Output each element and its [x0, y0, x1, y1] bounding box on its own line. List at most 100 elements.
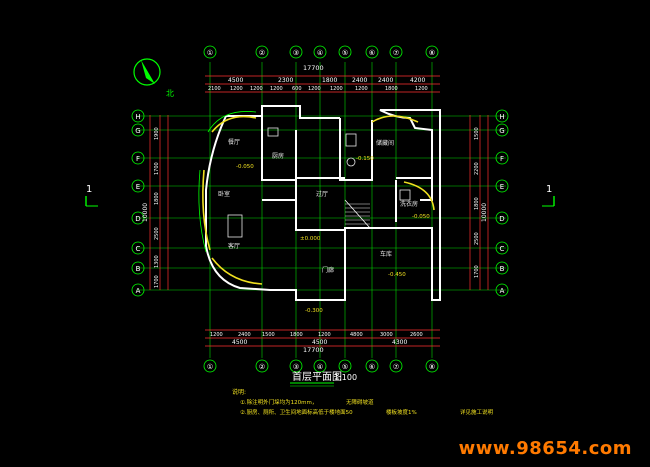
- dim-right-part: 2200: [474, 162, 480, 175]
- dim-bottom-overall: 17700: [303, 346, 324, 354]
- axis-bubble: ⑦: [389, 45, 403, 59]
- axis-bubble-label: G: [135, 127, 140, 135]
- drawing-title-block: 首层平面图 1:100: [290, 370, 357, 387]
- room-label: 餐厅: [228, 138, 240, 146]
- dim-top-fine: 1200: [250, 86, 263, 92]
- room-label: 厨房: [272, 152, 284, 160]
- axis-bubble-label: ⑥: [369, 49, 375, 57]
- bay-windows: [198, 111, 435, 285]
- bed-icon: [227, 214, 243, 238]
- room-label: 储藏间: [376, 139, 394, 147]
- axis-bubble-label: E: [136, 183, 140, 191]
- axis-bubble: G: [131, 123, 145, 137]
- dim-top-fine: 1800: [385, 86, 398, 92]
- axis-bubble-label: B: [500, 265, 505, 273]
- dim-bottom-fine: 1200: [318, 332, 331, 338]
- axis-bubble-label: ⑦: [393, 49, 399, 57]
- axis-bubble: ⑦: [389, 359, 403, 373]
- axis-bubble: ⑧: [425, 359, 439, 373]
- axis-bubble: ②: [255, 359, 269, 373]
- axis-bubble: ②: [255, 45, 269, 59]
- axis-bubble: ⑥: [365, 359, 379, 373]
- room-label: 客厅: [228, 242, 240, 250]
- room-label: 车库: [380, 250, 392, 258]
- axis-bubble-label: H: [135, 113, 140, 121]
- axis-bubble: H: [495, 109, 509, 123]
- axis-bubble: ④: [313, 359, 327, 373]
- axis-bubble-label: F: [136, 155, 140, 163]
- section-marker-left: 1: [85, 184, 98, 207]
- axis-bubble: ③: [289, 45, 303, 59]
- dim-right-part: 1800: [474, 197, 480, 210]
- dim-right-part: 1500: [474, 127, 480, 140]
- dimension-lines: [149, 75, 489, 347]
- north-arrow-icon: 北: [133, 58, 174, 98]
- dim-bottom-fine: 1800: [290, 332, 303, 338]
- dimension-texts: 17700 4500 2300 1800 2400 2400 4200 2100…: [142, 64, 488, 354]
- drawing-scale: 1:100: [334, 373, 357, 382]
- notes-line: 楼板坡度1%: [386, 408, 417, 416]
- axis-bubble-label: F: [500, 155, 504, 163]
- axis-bubble: D: [495, 211, 509, 225]
- dim-top-fine: 600: [292, 86, 302, 92]
- notes-line: ②.厨房、厕所、卫生间地面标高低于楼地面50: [240, 408, 353, 416]
- room-label: 洗衣房: [400, 200, 418, 208]
- drawing-notes: 说明: ①.除注明外门垛均为120mm， 无障碍坡道 ②.厨房、厕所、卫生间地面…: [232, 388, 494, 416]
- axis-bubble-label: D: [135, 215, 140, 223]
- axis-bubble: F: [131, 151, 145, 165]
- room-label: 卧室: [218, 190, 230, 198]
- dim-right-part: 1700: [474, 265, 480, 278]
- axis-bubble: B: [495, 261, 509, 275]
- axis-bubble-label: ④: [317, 49, 323, 57]
- level-mark: -0.450: [388, 272, 406, 278]
- dim-bottom-fine: 1500: [262, 332, 275, 338]
- toilet-icon: [345, 133, 357, 147]
- dim-top-part: 4500: [228, 77, 243, 84]
- watermark: www.98654.com: [458, 438, 632, 459]
- axis-bubble-label: C: [136, 245, 141, 253]
- axis-bubble-label: ⑥: [369, 363, 375, 371]
- axis-bubble: ①: [203, 359, 217, 373]
- axis-bubble: ⑤: [338, 359, 352, 373]
- dim-bottom-fine: 2400: [238, 332, 251, 338]
- room-labels: 厨房 餐厅 过厅 客厅 卧室 车库 门廊 洗衣房 储藏间: [218, 138, 418, 274]
- notes-heading: 说明:: [232, 388, 246, 396]
- axis-bubble-label: ①: [207, 49, 213, 57]
- dim-left-part: 1900: [154, 127, 160, 140]
- level-marks: ±0.000 -0.050 -0.450 -0.300 -0.150 -0.05…: [236, 156, 430, 314]
- axis-bubble-label: G: [499, 127, 504, 135]
- axis-bubble: C: [131, 241, 145, 255]
- axis-bubble: A: [131, 283, 145, 297]
- axis-bubble-label: B: [136, 265, 141, 273]
- notes-line: ①.除注明外门垛均为120mm，: [240, 398, 317, 406]
- axis-bubble-label: C: [500, 245, 505, 253]
- svg-text:北: 北: [166, 89, 174, 98]
- dim-bottom-fine: 3000: [380, 332, 393, 338]
- axis-bubble: E: [495, 179, 509, 193]
- level-mark: -0.300: [305, 308, 323, 314]
- axis-bubble-label: A: [136, 287, 141, 295]
- dim-top-fine: 1200: [230, 86, 243, 92]
- dim-top-part: 2400: [352, 77, 367, 84]
- section-marker-label: 1: [546, 184, 552, 195]
- section-marker-label: 1: [86, 184, 92, 195]
- axis-bubble-label: A: [500, 287, 505, 295]
- axis-grid: [136, 62, 506, 358]
- axis-bubble: G: [495, 123, 509, 137]
- axis-bubble-label: ⑦: [393, 363, 399, 371]
- axis-bubble: ③: [289, 359, 303, 373]
- level-mark: ±0.000: [300, 236, 321, 242]
- axis-bubble-label: ①: [207, 363, 213, 371]
- axis-bubble: ④: [313, 45, 327, 59]
- axis-bubble: A: [495, 283, 509, 297]
- axis-bubble: ①: [203, 45, 217, 59]
- axis-bubble: F: [495, 151, 509, 165]
- dim-top-fine: 1200: [355, 86, 368, 92]
- level-mark: -0.150: [356, 156, 374, 162]
- dim-top-part: 2400: [378, 77, 393, 84]
- dim-left-part: 1700: [154, 275, 160, 288]
- axis-bubble: B: [131, 261, 145, 275]
- dim-bottom-part: 4300: [392, 339, 407, 346]
- stair-icon: [344, 199, 371, 229]
